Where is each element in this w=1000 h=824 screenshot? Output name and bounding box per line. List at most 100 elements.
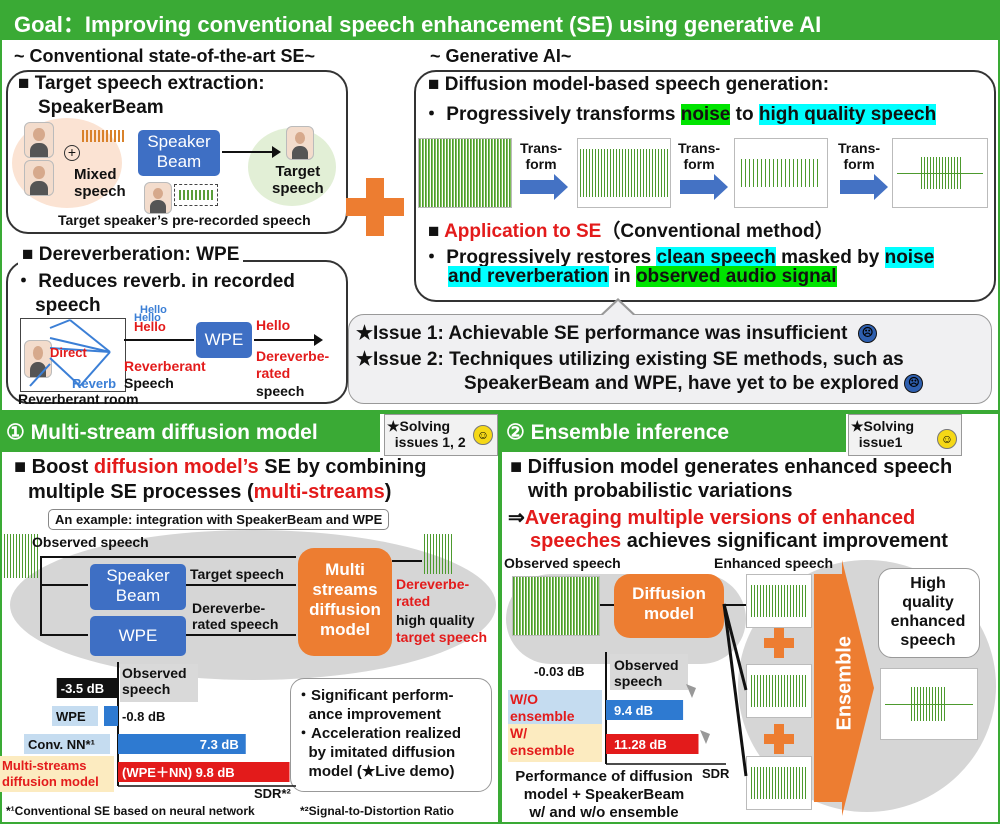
ens-diffusion-box: Diffusion model: [614, 574, 724, 638]
transform-arrow-2: [680, 180, 714, 194]
speakerbeam-box-label: Speaker Beam: [147, 132, 211, 171]
ens-observed-speech: Observed speech: [504, 555, 621, 571]
ms-target-speech: Target speech: [190, 566, 284, 582]
ens-final-wave-axis: [885, 704, 973, 705]
prerecorded-wave-box: [174, 184, 218, 206]
dereverb-output-label: Dereverbe- rated: [256, 348, 330, 381]
ms-label-bg-2: [24, 734, 110, 754]
ms-wpe-label: WPE: [118, 626, 158, 645]
progressive-pre: ・ Progressively transforms: [422, 104, 681, 125]
ens-pointer-2: [700, 730, 710, 744]
issue-1: ★Issue 1: Achievable SE performance was …: [356, 322, 878, 345]
ms-speakerbeam-box: Speaker Beam: [90, 564, 186, 610]
application-note: （Conventional method）: [601, 221, 834, 242]
ensemble-line-2: with probabilistic variations: [528, 480, 793, 502]
ms-label-bg-0: [120, 664, 198, 702]
wave-noise: [418, 138, 512, 208]
ens-bar-2: [606, 734, 699, 754]
ms-output-hq: high quality: [396, 612, 475, 628]
ms-line-wpe-out: [186, 634, 296, 636]
wpe-box-top-label: WPE: [204, 330, 244, 349]
issues-callout: [348, 314, 992, 404]
room-label: Reverberant room: [18, 391, 139, 407]
transform-label-3: Trans- form: [838, 140, 881, 172]
boost-line-1: ■ Boost diffusion model’s SE by combinin…: [14, 456, 426, 479]
ms-benefits-text: ・Significant perform- ance improvement ・…: [296, 687, 462, 780]
ensemble-red-1: Averaging multiple versions of enhanced: [524, 507, 916, 529]
boost-pre: ■ Boost: [14, 456, 94, 478]
multistream-title: ① Multi-stream diffusion model: [6, 421, 318, 444]
mixed-speech-label: Mixed speech: [74, 166, 126, 200]
ms-line-vert: [40, 556, 42, 636]
transform-arrow-2-head: [714, 174, 728, 200]
ensemble-arrow-prefix: ⇒: [508, 507, 525, 529]
ens-final-wave: [880, 668, 978, 740]
sad-face-icon-2: ☹: [904, 374, 924, 394]
big-plus-v: [366, 178, 384, 236]
plus-circle: +: [64, 145, 80, 161]
ensemble-line-1: ■ Diffusion model generates enhanced spe…: [510, 456, 953, 478]
ens-enhanced-wave-3: [746, 756, 812, 810]
prerecorded-label: Target speaker’s pre-recorded speech: [58, 212, 311, 228]
ms-bar-0: [56, 678, 118, 698]
wpe-box-top: WPE: [196, 322, 252, 358]
boost-line-2: multiple SE processes (multi-streams): [28, 481, 391, 504]
ens-arrow-out: [724, 604, 746, 606]
ms-bar-value-0: -3.5 dB: [61, 681, 104, 696]
ensemble-arrow-head: [842, 560, 874, 816]
arrow-wpe-out: [254, 339, 316, 341]
ens-plus-1-v: [774, 628, 784, 658]
ms-label-bg-3: [0, 756, 114, 792]
progressive-line: ・ Progressively transforms noise to high…: [422, 99, 937, 126]
ms-output-dereverb: Dereverbe- rated: [396, 576, 470, 609]
solving-text-2: ★Solving issue1: [851, 418, 915, 450]
dereverb-output-speech: speech: [256, 383, 305, 399]
ms-line-sb-out: [186, 584, 296, 586]
ms-label-bg-1: [52, 706, 98, 726]
ms-output-target: target speech: [396, 629, 488, 645]
reverb-paths: [29, 319, 111, 387]
application-line: ■ Application to SE（Conventional method）: [428, 216, 834, 243]
target-speech-label: Target speech: [272, 163, 324, 197]
ens-caption: Performance of diffusion model + Speaker…: [515, 768, 693, 821]
ens-pointer-1: [686, 684, 696, 698]
diffusion-heading: ■ Diffusion model-based speech generatio…: [428, 74, 830, 95]
generative-title: ~ Generative AI~: [430, 46, 572, 66]
ms-bar-1: [104, 706, 118, 726]
target-speaker-photo: [286, 126, 314, 160]
ens-enhanced-wave-3-fill: [751, 767, 807, 799]
speakerbeam-heading-1: ■ Target speech extraction:: [18, 73, 265, 94]
wave-step-2-fill: [741, 159, 821, 187]
ens-hq-text: High quality enhanced speech: [890, 575, 966, 649]
ms-dereverb-speech: Dereverbe- rated speech: [192, 600, 279, 632]
goal-title: Goal：Improving conventional speech enhan…: [14, 12, 822, 37]
ens-hq-callout: [878, 568, 980, 658]
ensemble-title: ② Ensemble inference: [506, 421, 730, 444]
to-text: to: [730, 104, 759, 125]
ens-enhanced-wave-2-fill: [751, 675, 807, 707]
transform-arrow-1: [520, 180, 554, 194]
ms-line-to-sb: [40, 584, 88, 586]
ensemble-line-3: ⇒Averaging multiple versions of enhanced: [508, 505, 915, 530]
noise-highlight: noise: [680, 104, 731, 125]
ens-bar-0: [605, 666, 606, 686]
application-marker: ■: [428, 221, 445, 242]
reverberant-speech-label: Speech: [124, 375, 174, 391]
plus-sign: +: [67, 144, 77, 160]
transform-arrow-3-head: [874, 174, 888, 200]
ens-bar-label-2: W/ensemble: [510, 725, 575, 758]
ms-footnote-1: *¹Conventional SE based on neural networ…: [6, 804, 255, 818]
wave-step-1-fill: [580, 149, 668, 197]
arrow-sb-out-head: [272, 146, 281, 158]
boost-line2-pre: multiple SE processes (: [28, 481, 254, 503]
solving-badge-2: ★Solving issue1 ☺: [848, 414, 962, 456]
multistream-header: [0, 412, 380, 452]
restore-pre: ・ Progressively restores: [422, 247, 657, 268]
boost-post: SE by combining: [258, 456, 427, 478]
speakerbeam-heading-2: SpeakerBeam: [38, 97, 164, 118]
ens-enhanced-wave-2: [746, 664, 812, 718]
ens-bar-value-1: 9.4 dB: [614, 703, 653, 718]
arrow-sb-out: [222, 151, 274, 153]
